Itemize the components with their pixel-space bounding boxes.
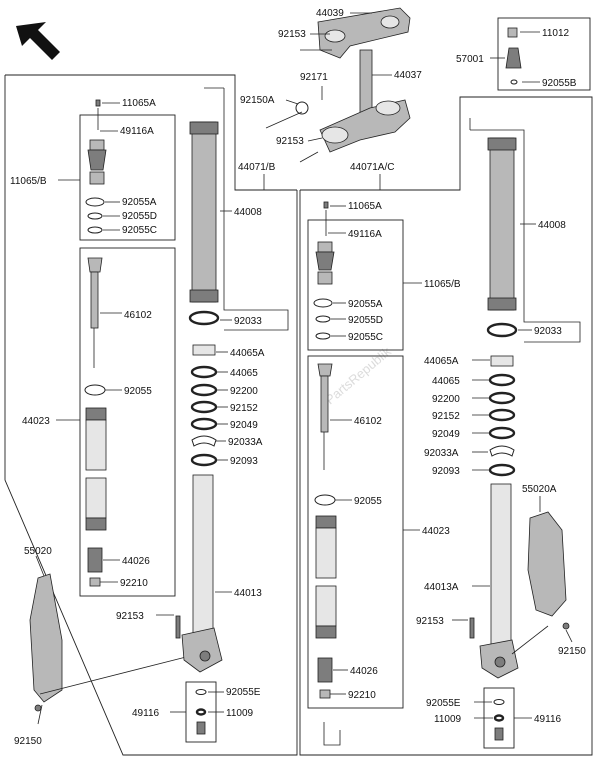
label-left-44065A: 44065A: [230, 348, 265, 359]
label-right-44023: 44023: [422, 526, 450, 537]
label-right-92055E: 92055E: [426, 698, 461, 709]
orientation-arrow-icon: [16, 22, 60, 60]
label-left-11065A: 11065A: [122, 98, 156, 109]
label-right-44008: 44008: [538, 220, 566, 231]
label-left-49116A: 49116A: [120, 126, 154, 137]
right-cap-box: [307, 201, 404, 351]
bleed-screw-kit-box: 11012 57001 92055B: [456, 17, 591, 91]
label-left-11065B: 11065/B: [10, 176, 47, 187]
label-44039: 44039: [316, 8, 344, 19]
label-left-92093: 92093: [230, 456, 258, 467]
label-left-44013: 44013: [234, 588, 262, 599]
label-right-46102: 46102: [354, 416, 382, 427]
label-44071B: 44071/B: [238, 162, 276, 173]
label-left-92055: 92055: [124, 386, 152, 397]
label-right-11065B: 11065/B: [424, 279, 461, 290]
label-92150A: 92150A: [240, 95, 275, 106]
label-right-92210: 92210: [348, 690, 376, 701]
label-right-44065: 44065: [432, 376, 460, 387]
label-57001: 57001: [456, 54, 484, 65]
left-inner-tube: [175, 474, 223, 673]
label-right-44065A: 44065A: [424, 356, 459, 367]
left-fork-guard: [29, 555, 63, 725]
label-left-46102: 46102: [124, 310, 152, 321]
label-left-92055E: 92055E: [226, 687, 261, 698]
label-right-92152: 92152: [432, 411, 460, 422]
label-right-92055A: 92055A: [348, 299, 383, 310]
label-right-92093: 92093: [432, 466, 460, 477]
right-seal-stack: [488, 355, 516, 477]
left-fork-frame: [4, 74, 298, 756]
label-right-92055D: 92055D: [348, 315, 383, 326]
label-left-92210: 92210: [120, 578, 148, 589]
label-right-11009: 11009: [434, 714, 462, 725]
label-92055B: 92055B: [542, 78, 577, 89]
label-right-49116A: 49116A: [348, 229, 382, 240]
label-right-92153: 92153: [416, 616, 444, 627]
label-11012: 11012: [542, 28, 570, 39]
label-44071AC: 44071A/C: [350, 162, 394, 173]
left-outer-tube: [188, 87, 289, 331]
right-fork-guard: [511, 496, 573, 655]
label-left-11009: 11009: [226, 708, 254, 719]
label-right-92033: 92033: [534, 326, 562, 337]
label-left-92055C: 92055C: [122, 225, 157, 236]
label-left-44026: 44026: [122, 556, 150, 567]
label-left-92150: 92150: [14, 736, 42, 747]
top-labels: 44039 92153 92171 44037 92150A 92153 440…: [238, 8, 422, 190]
label-left-92055A: 92055A: [122, 197, 157, 208]
left-seal-stack: [190, 344, 218, 467]
label-right-92033A: 92033A: [424, 448, 459, 459]
label-left-92049: 92049: [230, 420, 258, 431]
label-right-92150: 92150: [558, 646, 586, 657]
label-left-92055D: 92055D: [122, 211, 157, 222]
label-right-92200: 92200: [432, 394, 460, 405]
label-92153-mid: 92153: [276, 136, 304, 147]
left-cap-box: [79, 99, 176, 241]
label-left-44008: 44008: [234, 207, 262, 218]
label-left-92033A: 92033A: [228, 437, 263, 448]
label-left-49116: 49116: [132, 708, 160, 719]
steering-stem-assembly: [265, 7, 411, 163]
label-left-92153: 92153: [116, 611, 144, 622]
label-left-92200: 92200: [230, 386, 258, 397]
right-inner-tube: [469, 483, 519, 679]
label-right-92055: 92055: [354, 496, 382, 507]
label-right-44013A: 44013A: [424, 582, 459, 593]
label-left-44023: 44023: [22, 416, 50, 427]
label-92153-top: 92153: [278, 29, 306, 40]
label-left-55020: 55020: [24, 546, 52, 557]
label-left-92152: 92152: [230, 403, 258, 414]
label-left-92033: 92033: [234, 316, 262, 327]
label-left-44065: 44065: [230, 368, 258, 379]
watermark: PartsRepublik: [322, 343, 394, 407]
right-fork-frame: [299, 96, 593, 756]
label-92171: 92171: [300, 72, 328, 83]
label-right-44026: 44026: [350, 666, 378, 677]
left-cartridge-box: [79, 247, 176, 597]
right-cartridge-box: [307, 355, 404, 709]
right-outer-tube: [469, 118, 581, 343]
label-right-92055C: 92055C: [348, 332, 383, 343]
label-right-49116: 49116: [534, 714, 562, 725]
label-right-11065A: 11065A: [348, 201, 382, 212]
label-right-55020A: 55020A: [522, 484, 557, 495]
label-right-92049: 92049: [432, 429, 460, 440]
label-44037: 44037: [394, 70, 422, 81]
